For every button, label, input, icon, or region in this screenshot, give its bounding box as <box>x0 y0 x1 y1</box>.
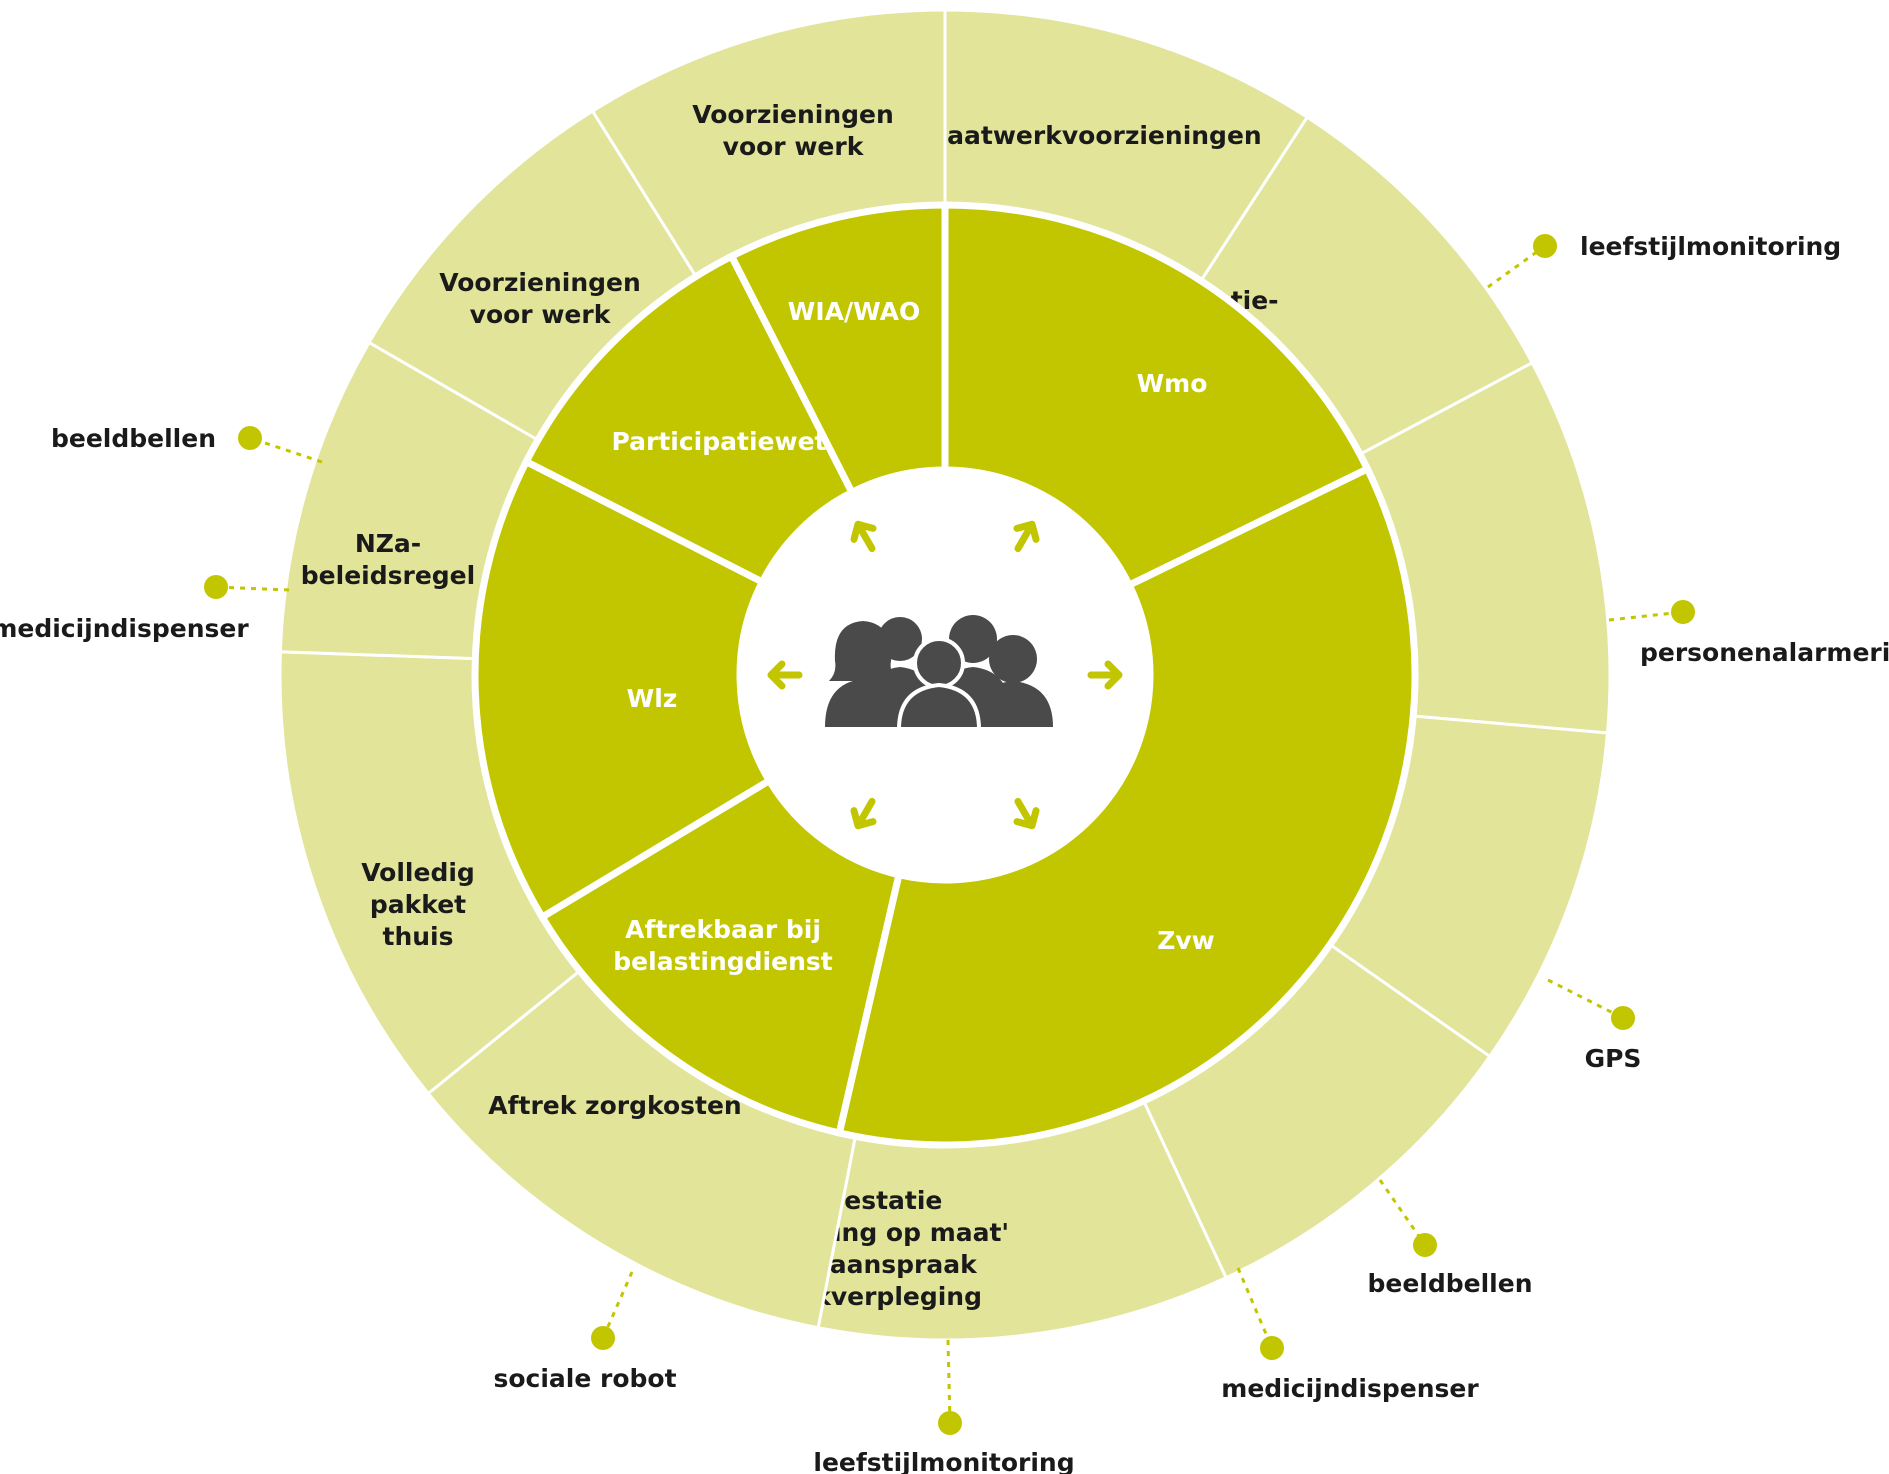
technology-label: leefstijlmonitoring <box>813 1448 1074 1474</box>
arrow-icon <box>1087 660 1123 690</box>
technology-callout: leefstijlmonitoring <box>1487 232 1841 289</box>
technology-callout: medicijndispenser <box>1221 1267 1479 1403</box>
technology-label: GPS <box>1585 1044 1642 1073</box>
dot-marker-icon <box>1533 234 1557 258</box>
dotted-leader-line <box>601 1271 634 1339</box>
technology-callout: beeldbellen <box>51 424 323 464</box>
inner-segment-label: Wmo <box>1137 369 1208 398</box>
inner-segment-label: Participatiewet <box>611 427 826 456</box>
technology-callout: GPS <box>1547 978 1642 1073</box>
dot-marker-icon <box>591 1326 615 1350</box>
arrow-icon <box>850 797 877 830</box>
dot-marker-icon <box>938 1411 962 1435</box>
technology-callout: leefstijlmonitoring <box>813 1339 1075 1474</box>
inner-segment-label: WIA/WAO <box>788 297 920 326</box>
outer-segment-label: beleidsregel <box>301 561 475 590</box>
technology-label: personenalarmering <box>1640 638 1889 667</box>
outer-segment-label: NZa- <box>355 529 421 558</box>
dotted-leader-line <box>1236 1267 1274 1349</box>
arrow-icon <box>767 660 803 690</box>
outer-segment-label: Voorzieningen <box>692 100 894 129</box>
outer-segment-label: pakket <box>370 890 466 919</box>
dot-marker-icon <box>1260 1336 1284 1360</box>
technology-callout: sociale robot <box>493 1271 677 1393</box>
technology-label: medicijndispenser <box>0 614 249 643</box>
dotted-leader-line <box>215 585 290 592</box>
dotted-leader-line <box>1378 1179 1427 1246</box>
arrow-icon <box>1013 797 1040 830</box>
inner-segment-label: Aftrekbaar bij <box>625 915 821 944</box>
technology-label: medicijndispenser <box>1221 1374 1479 1403</box>
dotted-leader-line <box>946 1339 952 1424</box>
outer-segment-label: Volledig <box>361 858 475 887</box>
dot-marker-icon <box>1671 600 1695 624</box>
technology-callouts: leefstijlmonitoring personenalarmeringGPS… <box>0 232 1889 1474</box>
technology-label: beeldbellen <box>51 424 216 453</box>
technology-callout: personenalarmering <box>1608 600 1889 667</box>
inner-segment-label: Wlz <box>627 684 678 713</box>
outer-segment-label: Aftrek zorgkosten <box>488 1091 741 1120</box>
dotted-leader-line <box>1547 978 1624 1020</box>
dot-marker-icon <box>1413 1233 1437 1257</box>
dot-marker-icon <box>1611 1006 1635 1030</box>
technology-callout: beeldbellen <box>1367 1179 1533 1298</box>
dotted-leader-line <box>1608 610 1684 622</box>
outer-segment-label: thuis <box>383 922 454 951</box>
dot-marker-icon <box>204 575 228 599</box>
dotted-leader-line <box>249 436 323 464</box>
arrow-icon <box>850 520 877 553</box>
outer-segment-label: Voorzieningen <box>439 268 641 297</box>
inner-segment-label: Zvw <box>1157 926 1215 955</box>
arrow-icon <box>1013 520 1040 553</box>
center-arrows <box>767 520 1123 830</box>
outer-segment-label: voor werk <box>470 300 612 329</box>
technology-callout: medicijndispenser <box>0 575 290 643</box>
people-group-icon <box>825 615 1053 731</box>
outer-segment-label: voor werk <box>723 132 865 161</box>
inner-segment-label: belastingdienst <box>613 947 832 976</box>
technology-label: leefstijlmonitoring <box>1580 232 1841 261</box>
dot-marker-icon <box>238 426 262 450</box>
center-hub <box>739 469 1151 881</box>
technology-label: sociale robot <box>493 1364 676 1393</box>
outer-segment-label: Maatwerkvoorzieningen <box>922 121 1261 150</box>
technology-label: beeldbellen <box>1367 1269 1532 1298</box>
